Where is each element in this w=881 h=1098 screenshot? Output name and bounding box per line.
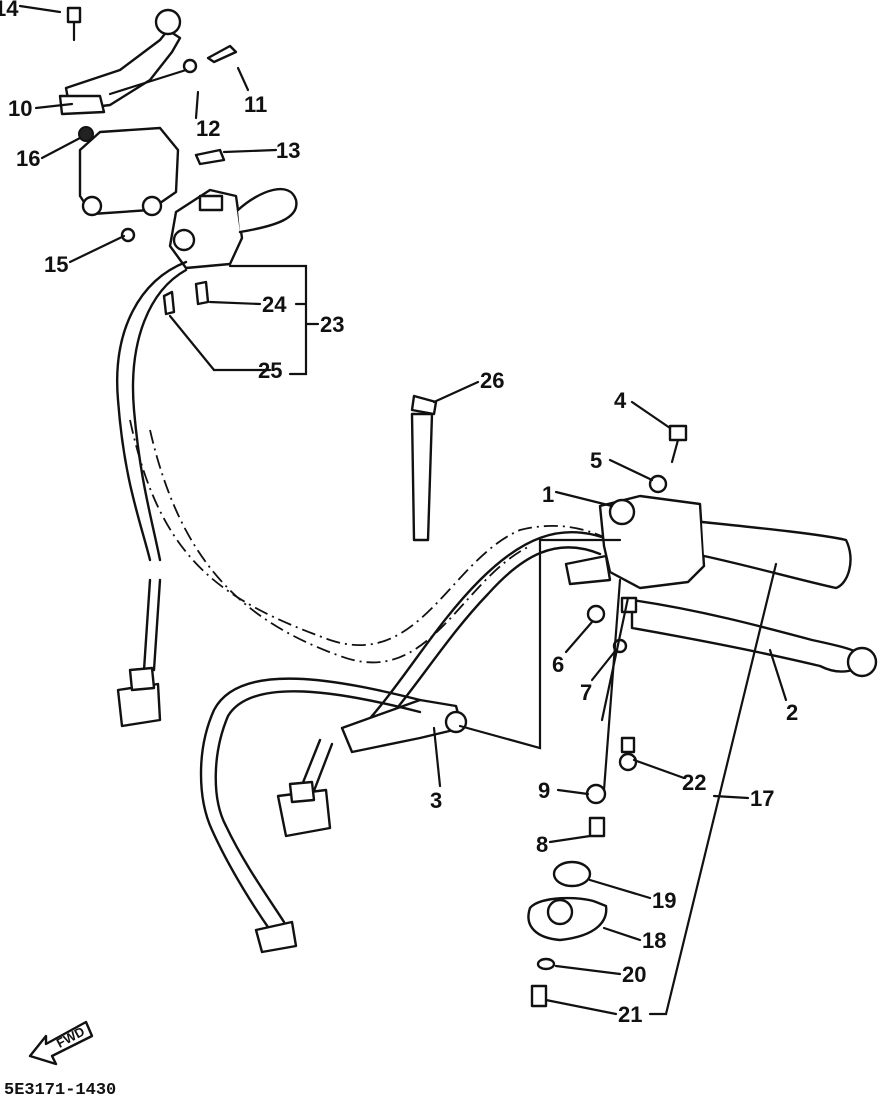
callout-13: 13 xyxy=(276,138,300,163)
callout-15: 15 xyxy=(44,252,68,277)
callout-10: 10 xyxy=(8,96,32,121)
callout-1: 1 xyxy=(542,482,554,507)
callout-3: 3 xyxy=(430,788,442,813)
callout-21: 21 xyxy=(618,1002,642,1027)
callout-9: 9 xyxy=(538,778,550,803)
callout-5: 5 xyxy=(590,448,602,473)
callout-17: 17 xyxy=(750,786,774,811)
callout-7: 7 xyxy=(580,680,592,705)
callout-26: 26 xyxy=(480,368,504,393)
callout-20: 20 xyxy=(622,962,646,987)
leader-lines xyxy=(18,4,788,1016)
callout-24: 24 xyxy=(262,292,287,317)
callout-8: 8 xyxy=(536,832,548,857)
clutch-lever-holder xyxy=(564,424,878,678)
callout-23: 23 xyxy=(320,312,344,337)
callout-labels: 14 10 12 11 13 16 15 24 23 25 26 4 5 1 2… xyxy=(0,0,798,1027)
callout-2: 2 xyxy=(786,700,798,725)
left-switch-wiring xyxy=(116,260,188,728)
forward-arrow-icon: FWD xyxy=(28,1020,94,1066)
clutch-switch-parts xyxy=(527,736,638,1008)
cable-strap xyxy=(410,394,438,542)
callout-14: 14 xyxy=(0,0,19,21)
brake-lever-assembly xyxy=(58,6,238,217)
drawing-code: 5E3171-1430 xyxy=(4,1081,116,1098)
callout-4: 4 xyxy=(614,388,627,413)
callout-6: 6 xyxy=(552,652,564,677)
callout-18: 18 xyxy=(642,928,666,953)
callout-16: 16 xyxy=(16,146,40,171)
callout-11: 11 xyxy=(244,92,267,117)
lower-wire-loop xyxy=(199,677,422,954)
callout-12: 12 xyxy=(196,116,220,141)
callout-19: 19 xyxy=(652,888,676,913)
callout-25: 25 xyxy=(258,358,282,383)
left-handlebar-switch xyxy=(120,187,298,316)
callout-22: 22 xyxy=(682,770,706,795)
main-harness-dash xyxy=(129,419,611,664)
